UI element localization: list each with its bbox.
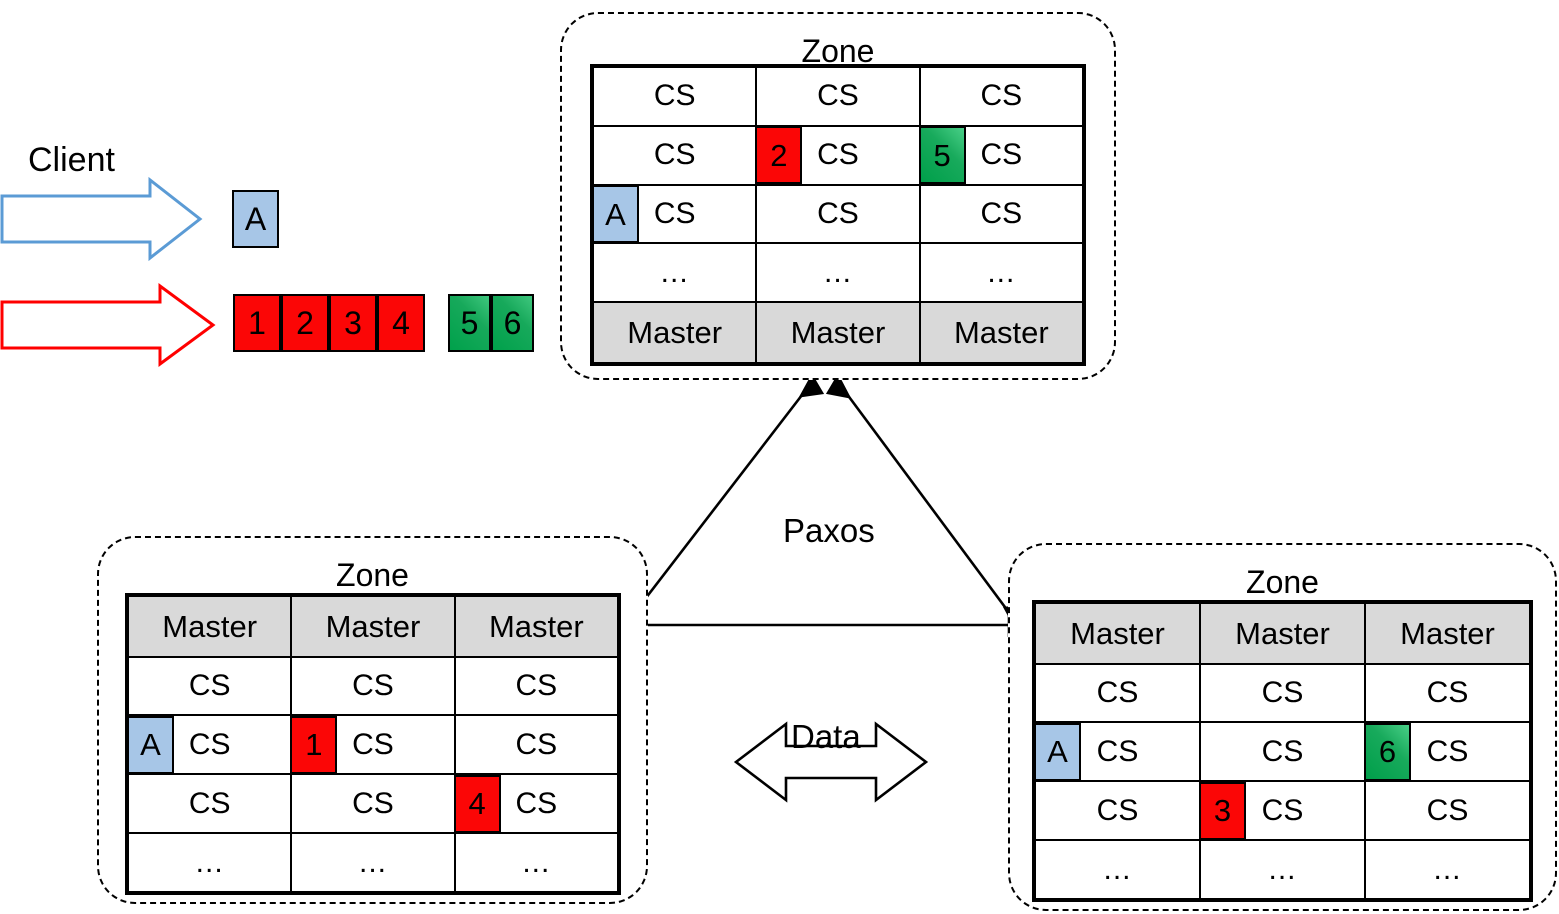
paxos-arrow-horizontal [616, 612, 1034, 638]
cell-cs: CS [1199, 721, 1366, 783]
table-row: CS 2 CS 5 CS [591, 124, 1085, 186]
client-request-arrow [0, 176, 203, 262]
cell-cs: 5 CS [918, 124, 1085, 186]
zone-bottom-left-title: Zone [336, 557, 409, 593]
cell-cs: 1 CS [290, 714, 456, 776]
client-data-arrow [0, 283, 216, 367]
table-row: CS CS CS [1034, 662, 1531, 724]
cell-master: Master [755, 301, 921, 364]
cell-ellipsis: ... [453, 832, 620, 893]
table-row: Master Master Master [1034, 602, 1531, 665]
table-row: CS CS CS [591, 66, 1085, 127]
paxos-arrow-left [619, 373, 825, 625]
zone-bottom-left-table: Master Master Master CS CS CS A CS 1 CS … [125, 593, 621, 895]
cell-cs: CS [126, 773, 293, 835]
cell-master: Master [918, 301, 1085, 364]
cell-ellipsis: ... [1364, 839, 1531, 900]
client-label: Client [28, 141, 115, 179]
cell-cs: CS [453, 655, 620, 717]
tablet-badge-1: 1 [290, 715, 338, 774]
tablet-badge-4: 4 [453, 774, 501, 833]
zone-bottom-right-title: Zone [1246, 564, 1319, 600]
table-row: Master Master Master [591, 301, 1085, 364]
table-row: A CS 1 CS CS [126, 714, 620, 776]
zone-top-table: CS CS CS CS 2 CS 5 CS A CS [590, 64, 1086, 366]
cell-ellipsis: ... [290, 832, 456, 893]
table-row: CS CS 4 CS [126, 773, 620, 835]
schema-badge-a: A [127, 715, 174, 774]
cell-ellipsis: ... [918, 242, 1085, 304]
zone-bottom-right-table: Master Master Master CS CS CS A CS CS 6 … [1032, 600, 1533, 902]
paxos-label: Paxos [783, 512, 875, 549]
cell-cs: CS [1364, 662, 1531, 724]
client-data-block-5: 5 [448, 294, 491, 352]
cell-ellipsis: ... [1034, 839, 1201, 900]
table-row: ... ... ... [591, 242, 1085, 304]
cell-master: Master [453, 595, 620, 658]
table-row: ... ... ... [1034, 839, 1531, 900]
cell-cs: CS [591, 124, 758, 186]
tablet-badge-3: 3 [1199, 781, 1246, 840]
cell-cs: CS [126, 655, 293, 717]
cell-master: Master [290, 595, 456, 658]
client-data-block-1: 1 [233, 294, 281, 352]
cell-master: Master [1199, 602, 1366, 665]
table-row: A CS CS CS [591, 183, 1085, 245]
client-schema-block: A [232, 190, 279, 248]
cell-cs: 3 CS [1199, 780, 1366, 842]
cell-cs: 4 CS [453, 773, 620, 835]
cell-cs: 6 CS [1364, 721, 1531, 783]
cell-cs: CS [918, 66, 1085, 127]
tablet-badge-2: 2 [755, 126, 803, 185]
table-row: Master Master Master [126, 595, 620, 658]
cell-ellipsis: ... [1199, 839, 1366, 900]
cell-ellipsis: ... [591, 242, 758, 304]
table-row: CS CS CS [126, 655, 620, 717]
cell-master: Master [1034, 602, 1201, 665]
cell-cs: A CS [1034, 721, 1201, 783]
cell-cs: CS [755, 66, 921, 127]
cell-ellipsis: ... [755, 242, 921, 304]
client-data-block-4: 4 [377, 294, 425, 352]
zone-top-title: Zone [801, 33, 875, 69]
data-label: Data [791, 718, 861, 755]
cell-cs: CS [755, 183, 921, 245]
client-data-block-6: 6 [491, 294, 534, 352]
cell-cs: 2 CS [755, 124, 921, 186]
cell-cs: CS [591, 66, 758, 127]
cell-master: Master [126, 595, 293, 658]
tablet-badge-5: 5 [918, 126, 966, 185]
cell-cs: A CS [126, 714, 293, 776]
paxos-arrow-right [825, 373, 1029, 631]
cell-cs: CS [918, 183, 1085, 245]
cell-cs: A CS [591, 183, 758, 245]
cell-cs: CS [1034, 780, 1201, 842]
cell-master: Master [591, 301, 758, 364]
schema-badge-a: A [592, 185, 639, 244]
cell-master: Master [1364, 602, 1531, 665]
table-row: ... ... ... [126, 832, 620, 893]
cell-cs: CS [1199, 662, 1366, 724]
cell-cs: CS [290, 655, 456, 717]
cell-cs: CS [1364, 780, 1531, 842]
client-data-block-2: 2 [281, 294, 329, 352]
cell-ellipsis: ... [126, 832, 293, 893]
client-data-block-3: 3 [329, 294, 377, 352]
cell-cs: CS [1034, 662, 1201, 724]
table-row: CS 3 CS CS [1034, 780, 1531, 842]
tablet-badge-6: 6 [1364, 722, 1411, 781]
cell-cs: CS [453, 714, 620, 776]
schema-badge-a: A [1034, 722, 1081, 781]
cell-cs: CS [290, 773, 456, 835]
table-row: A CS CS 6 CS [1034, 721, 1531, 783]
